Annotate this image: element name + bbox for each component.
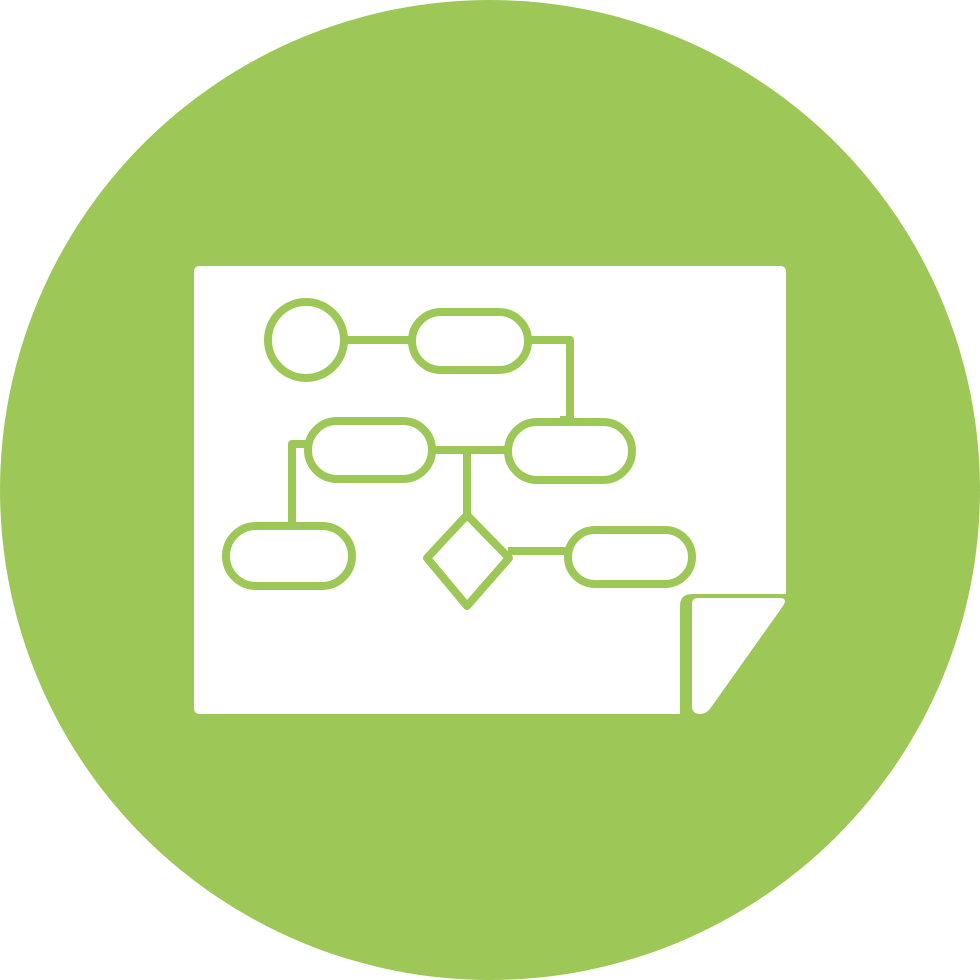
flow-process-middle-left — [304, 417, 436, 483]
flow-process-bottom-left — [222, 522, 356, 590]
flow-start-circle — [264, 298, 348, 382]
flow-process-bottom-right — [564, 526, 696, 588]
paper-sheet — [194, 266, 786, 714]
page-curl — [692, 598, 785, 714]
flow-decision-diamond — [423, 511, 513, 610]
flowchart-diagram — [222, 298, 696, 610]
paper-body — [194, 266, 786, 714]
flow-process-top — [408, 308, 532, 374]
flow-process-middle-right — [504, 418, 636, 484]
